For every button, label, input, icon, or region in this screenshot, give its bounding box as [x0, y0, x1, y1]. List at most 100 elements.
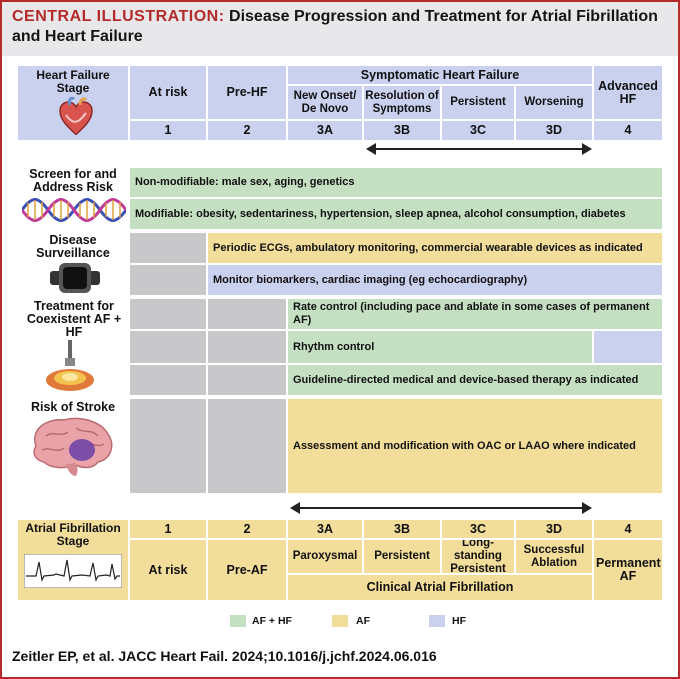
- hf-advanced-cell: Advanced HF: [594, 66, 662, 119]
- hf-progression-arrow: [366, 143, 592, 155]
- hf-num-2: 2: [243, 123, 251, 137]
- citation: Zeitler EP, et al. JACC Heart Fail. 2024…: [12, 648, 437, 664]
- af-num-1: 1: [164, 521, 172, 536]
- af-paroxysmal-cell: Paroxysmal: [288, 540, 362, 573]
- af-num-3b-cell: 3B: [364, 520, 440, 538]
- af-num-3c-cell: 3C: [442, 520, 514, 538]
- stroke-row-label: Risk of Stroke: [30, 400, 116, 414]
- af-persistent: Persistent: [374, 550, 430, 562]
- surveillance-row-label: Disease Surveillance: [36, 233, 110, 260]
- legend-both-swatch: [230, 615, 246, 627]
- hf-num-1-cell: 1: [130, 121, 206, 140]
- treatment-rhythm-cell: Rhythm control: [288, 331, 592, 363]
- af-num-3d: 3D: [546, 521, 562, 536]
- hf-num-3a: 3A: [317, 123, 333, 137]
- hf-symptomatic: Symptomatic Heart Failure: [360, 67, 520, 82]
- hf-stage-label: Heart Failure Stage: [36, 68, 110, 95]
- af-longstanding-cell: Long- standing Persistent: [442, 540, 514, 573]
- treatment-rate: Rate control (including pace and ablate …: [293, 301, 650, 326]
- stroke-gray-cell-2: [208, 399, 286, 493]
- dna-icon: [22, 196, 126, 224]
- legend-both-label: AF + HF: [252, 615, 292, 627]
- af-stage-label: Atrial Fibrillation Stage: [25, 521, 121, 548]
- af-num-3c: 3C: [470, 521, 486, 536]
- hf-new-onset-cell: New Onset/ De Novo: [288, 86, 362, 119]
- surveillance-ecg: Periodic ECGs, ambulatory monitoring, co…: [213, 241, 643, 254]
- heart-icon: [52, 97, 100, 137]
- af-pre-af-cell: Pre-AF: [208, 540, 286, 600]
- ablation-catheter-icon: [44, 340, 96, 392]
- screen-modifiable: Modifiable: obesity, sedentariness, hype…: [135, 207, 626, 220]
- af-num-1-cell: 1: [130, 520, 206, 538]
- af-at-risk: At risk: [148, 562, 188, 577]
- hf-resolution: Resolution of Symptoms: [365, 89, 439, 115]
- screen-nonmodifiable-cell: Non-modifiable: male sex, aging, genetic…: [130, 168, 662, 197]
- screen-nonmodifiable: Non-modifiable: male sex, aging, genetic…: [135, 176, 355, 188]
- af-num-4-cell: 4: [594, 520, 662, 538]
- treatment-gray-cell-1: [130, 299, 206, 329]
- hf-num-4-cell: 4: [594, 121, 662, 140]
- hf-persistent-cell: Persistent: [442, 86, 514, 119]
- hf-new-onset: New Onset/ De Novo: [293, 89, 357, 115]
- smartwatch-icon: [50, 262, 100, 294]
- ecg-strip-icon: [24, 554, 122, 588]
- treatment-gray-cell-3: [130, 331, 206, 363]
- legend-af-label: AF: [356, 615, 370, 627]
- screen-modifiable-cell: Modifiable: obesity, sedentariness, hype…: [130, 199, 662, 229]
- treatment-gray-cell-6: [208, 365, 286, 395]
- legend-hf-label: HF: [452, 615, 466, 627]
- brain-icon: [26, 416, 116, 478]
- treatment-rate-cell: Rate control (including pace and ablate …: [288, 299, 662, 329]
- surveillance-ecg-cell: Periodic ECGs, ambulatory monitoring, co…: [208, 233, 662, 263]
- treatment-gray-cell-5: [130, 365, 206, 395]
- treatment-gray-cell-4: [208, 331, 286, 363]
- hf-worsening-cell: Worsening: [516, 86, 592, 119]
- af-permanent: Permanent AF: [596, 556, 661, 583]
- illustration-header: CENTRAL ILLUSTRATION: Disease Progressio…: [2, 2, 678, 56]
- hf-num-3b-cell: 3B: [364, 121, 440, 140]
- hf-num-3c-cell: 3C: [442, 121, 514, 140]
- af-num-3a: 3A: [317, 521, 333, 536]
- hf-pre-hf-cell: Pre-HF: [208, 66, 286, 119]
- af-persistent-cell: Persistent: [364, 540, 440, 573]
- hf-num-3c: 3C: [470, 123, 486, 137]
- header-title: Disease Progression and Treatment for At…: [12, 8, 658, 45]
- treatment-rhythm: Rhythm control: [293, 340, 375, 353]
- hf-num-4: 4: [624, 123, 632, 137]
- af-ablation: Successful Ablation: [523, 543, 585, 569]
- surveillance-biomarkers-cell: Monitor biomarkers, cardiac imaging (eg …: [208, 265, 662, 295]
- hf-num-2-cell: 2: [208, 121, 286, 140]
- hf-advanced: Advanced HF: [598, 78, 658, 106]
- af-num-2: 2: [243, 521, 251, 536]
- stroke-oac-cell: Assessment and modification with OAC or …: [288, 399, 662, 493]
- af-permanent-cell: Permanent AF: [594, 540, 662, 600]
- screen-row-label: Screen for and Address Risk: [29, 167, 117, 194]
- af-num-4: 4: [624, 521, 632, 536]
- hf-at-risk-cell: At risk: [130, 66, 206, 119]
- hf-num-3d-cell: 3D: [516, 121, 592, 140]
- hf-resolution-cell: Resolution of Symptoms: [364, 86, 440, 119]
- hf-num-3b: 3B: [394, 123, 410, 137]
- hf-persistent: Persistent: [450, 96, 506, 108]
- af-paroxysmal: Paroxysmal: [292, 550, 358, 562]
- af-progression-arrow: [290, 502, 592, 514]
- treatment-gdmt-cell: Guideline-directed medical and device-ba…: [288, 365, 662, 395]
- header-label: CENTRAL ILLUSTRATION:: [12, 8, 225, 25]
- af-num-2-cell: 2: [208, 520, 286, 538]
- stroke-oac: Assessment and modification with OAC or …: [293, 439, 636, 452]
- af-clinical-cell: Clinical Atrial Fibrillation: [288, 575, 592, 600]
- legend-af-swatch: [332, 615, 348, 627]
- surveillance-gray-cell-2: [130, 265, 206, 295]
- af-at-risk-cell: At risk: [130, 540, 206, 600]
- hf-symptomatic-cell: Symptomatic Heart Failure: [288, 66, 592, 84]
- hf-num-3a-cell: 3A: [288, 121, 362, 140]
- hf-at-risk: At risk: [148, 85, 188, 99]
- hf-num-3d: 3D: [546, 123, 562, 137]
- treatment-gdmt: Guideline-directed medical and device-ba…: [293, 373, 639, 386]
- hf-num-1: 1: [164, 123, 172, 137]
- af-num-3d-cell: 3D: [516, 520, 592, 538]
- hf-worsening: Worsening: [524, 96, 584, 108]
- hf-pre-hf: Pre-HF: [226, 85, 268, 99]
- af-clinical: Clinical Atrial Fibrillation: [366, 580, 514, 594]
